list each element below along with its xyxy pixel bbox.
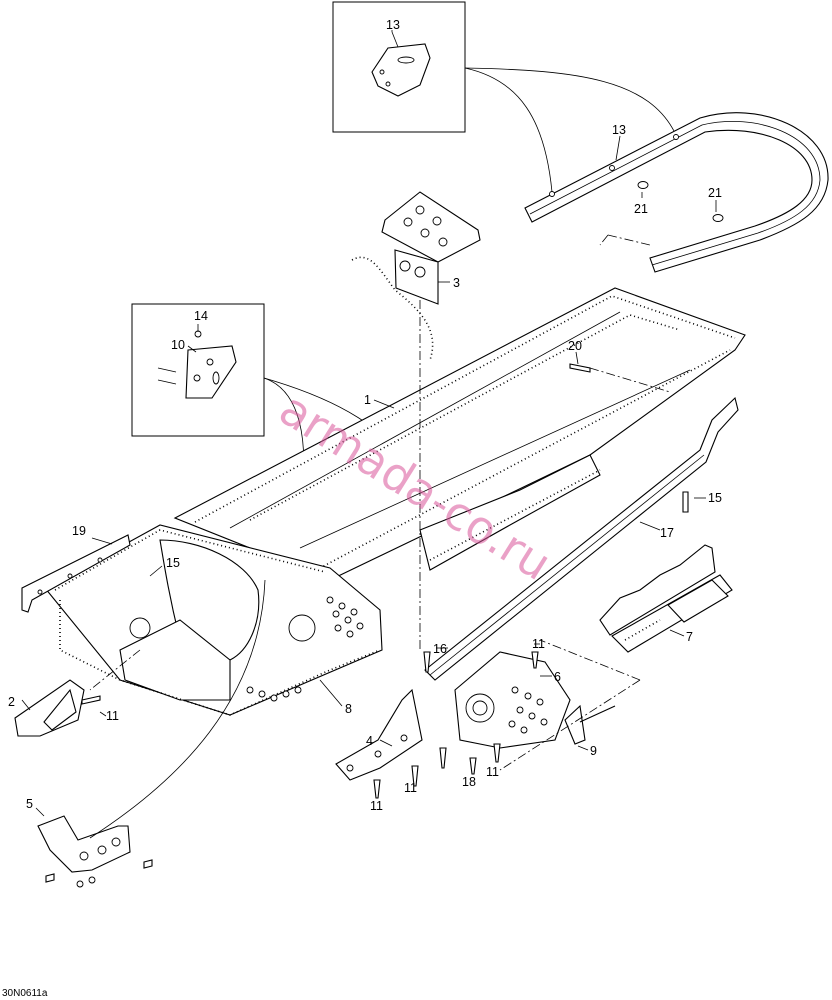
callout-15: 17	[660, 526, 674, 540]
lower-bracket-part-5	[37, 579, 266, 873]
strip-part-17	[21, 534, 131, 613]
callout-11-e: 11	[370, 799, 383, 813]
centre-lines	[89, 234, 671, 771]
callout-4: 4	[366, 734, 373, 748]
callout-11-a: 11	[532, 637, 545, 651]
callout-21-a: 21	[634, 202, 648, 216]
callout-13-a: 14	[194, 309, 208, 323]
side-hole-pattern	[246, 596, 364, 702]
leader-curve-18-b	[464, 67, 677, 136]
callout-14: 16	[433, 642, 447, 656]
callout-7: 7	[686, 630, 693, 644]
callout-21-b: 21	[708, 186, 722, 200]
bracket-part-3	[351, 191, 481, 361]
callout-11-d: 11	[404, 781, 417, 795]
leader-curve-18-a	[464, 67, 553, 193]
callouts: 13 13 21 21 3 14 10 20 1 15 17 19 15 7 1…	[8, 18, 722, 817]
detail-box-part-10	[131, 303, 265, 437]
callout-3: 3	[453, 276, 460, 290]
callout-18: 13	[386, 18, 400, 32]
callout-12: 15	[166, 556, 180, 570]
callout-13-b: 15	[708, 491, 722, 505]
front-bracket-part-2	[14, 679, 85, 737]
callout-2: 2	[8, 695, 15, 709]
callout-17: 19	[72, 524, 86, 538]
front-frame-assembly	[44, 524, 383, 716]
callout-19: 13	[612, 123, 626, 137]
detail-box-part-18	[332, 1, 466, 133]
pin-part-9	[564, 704, 616, 745]
callout-6: 6	[554, 670, 561, 684]
callout-11-c: 11	[486, 765, 499, 779]
callout-16: 18	[462, 775, 476, 789]
callout-9: 9	[590, 744, 597, 758]
footrest-part-7	[599, 544, 733, 653]
bumper-loop-part-19	[524, 112, 829, 273]
side-bracket-part-4	[335, 688, 423, 781]
callout-5: 5	[26, 797, 33, 811]
side-plate-part-6	[454, 651, 571, 749]
callout-10: 10	[171, 338, 185, 352]
callout-1: 1	[364, 393, 371, 407]
callout-11-b: 11	[106, 709, 119, 723]
callout-20: 20	[568, 339, 582, 353]
fasteners	[45, 363, 689, 888]
tunnel-part-1	[173, 287, 746, 581]
figure-reference-code: 30N0611a	[2, 988, 48, 999]
runner-rail-part-15	[424, 396, 739, 681]
callout-8: 8	[345, 702, 352, 716]
